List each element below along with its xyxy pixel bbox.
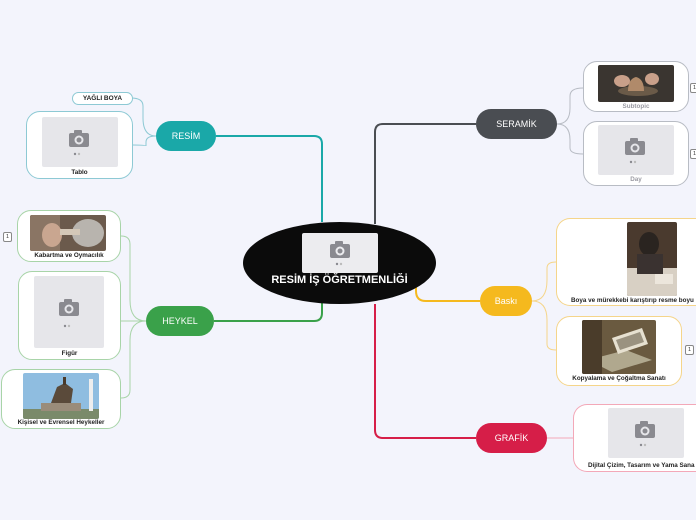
subtopic-label: Figür bbox=[61, 350, 78, 357]
topic-seramik[interactable]: SERAMİK bbox=[476, 109, 557, 139]
camera-icon bbox=[635, 421, 655, 447]
subtopic-tablo-card[interactable]: Tablo bbox=[26, 111, 133, 179]
central-title: RESİM İŞ ÖĞRETMENLİĞİ bbox=[271, 274, 408, 286]
kopyalama-photo bbox=[582, 320, 656, 374]
subtopic-figur-card[interactable]: Figür bbox=[18, 271, 121, 360]
central-topic[interactable]: RESİM İŞ ÖĞRETMENLİĞİ bbox=[243, 222, 436, 304]
image-placeholder bbox=[598, 125, 674, 175]
image-placeholder bbox=[608, 408, 684, 458]
subtopic-label: Tablo bbox=[71, 169, 88, 176]
kisisel-photo bbox=[23, 373, 99, 419]
subtopic-label: Kabartma ve Oymacılık bbox=[34, 252, 104, 259]
subtopic-dijital-card[interactable]: Dijital Çizim, Tasarım ve Yama Sana bbox=[573, 404, 696, 472]
camera-icon bbox=[59, 299, 79, 328]
subtopic-label: Boya ve mürekkebi karıştırıp resme boyu bbox=[571, 297, 694, 304]
subtopic-kisisel-card[interactable]: Kişisel ve Evrensel Heykeller bbox=[1, 369, 121, 429]
subtopic-label: Subtopic bbox=[622, 103, 650, 110]
topic-resim[interactable]: RESİM bbox=[156, 121, 216, 151]
note-badge[interactable]: 1 bbox=[3, 232, 12, 242]
note-badge[interactable]: 1 bbox=[685, 345, 694, 355]
camera-icon bbox=[69, 130, 89, 156]
seramik-photo bbox=[598, 65, 674, 102]
note-badge[interactable]: 1 bbox=[690, 83, 696, 93]
note-badge[interactable]: 1 bbox=[690, 149, 696, 159]
topic-grafik[interactable]: GRAFİK bbox=[476, 423, 547, 453]
topic-heykel[interactable]: HEYKEL bbox=[146, 306, 214, 336]
image-placeholder bbox=[34, 276, 104, 348]
subtopic-subtopic-card[interactable]: Subtopic bbox=[583, 61, 689, 112]
boya-photo bbox=[627, 222, 677, 296]
kabartma-photo bbox=[30, 215, 106, 251]
camera-icon bbox=[625, 138, 645, 164]
subtopic-kopyalama-card[interactable]: Kopyalama ve Çoğaltma Sanatı bbox=[556, 316, 682, 386]
image-placeholder bbox=[42, 117, 118, 167]
topic-baski[interactable]: Baskı bbox=[480, 286, 532, 316]
subtopic-label: Kopyalama ve Çoğaltma Sanatı bbox=[572, 375, 666, 382]
subtopic-yagli-boya[interactable]: YAĞLI BOYA bbox=[72, 92, 133, 105]
subtopic-boya-card[interactable]: Boya ve mürekkebi karıştırıp resme boyu bbox=[556, 218, 696, 306]
image-placeholder bbox=[302, 233, 378, 273]
subtopic-kabartma-card[interactable]: Kabartma ve Oymacılık bbox=[17, 210, 121, 262]
subtopic-label: Day bbox=[630, 176, 642, 183]
camera-icon bbox=[330, 241, 350, 266]
subtopic-label: Dijital Çizim, Tasarım ve Yama Sana bbox=[588, 462, 695, 469]
subtopic-label: Kişisel ve Evrensel Heykeller bbox=[17, 419, 105, 426]
subtopic-day-card[interactable]: Day bbox=[583, 121, 689, 186]
